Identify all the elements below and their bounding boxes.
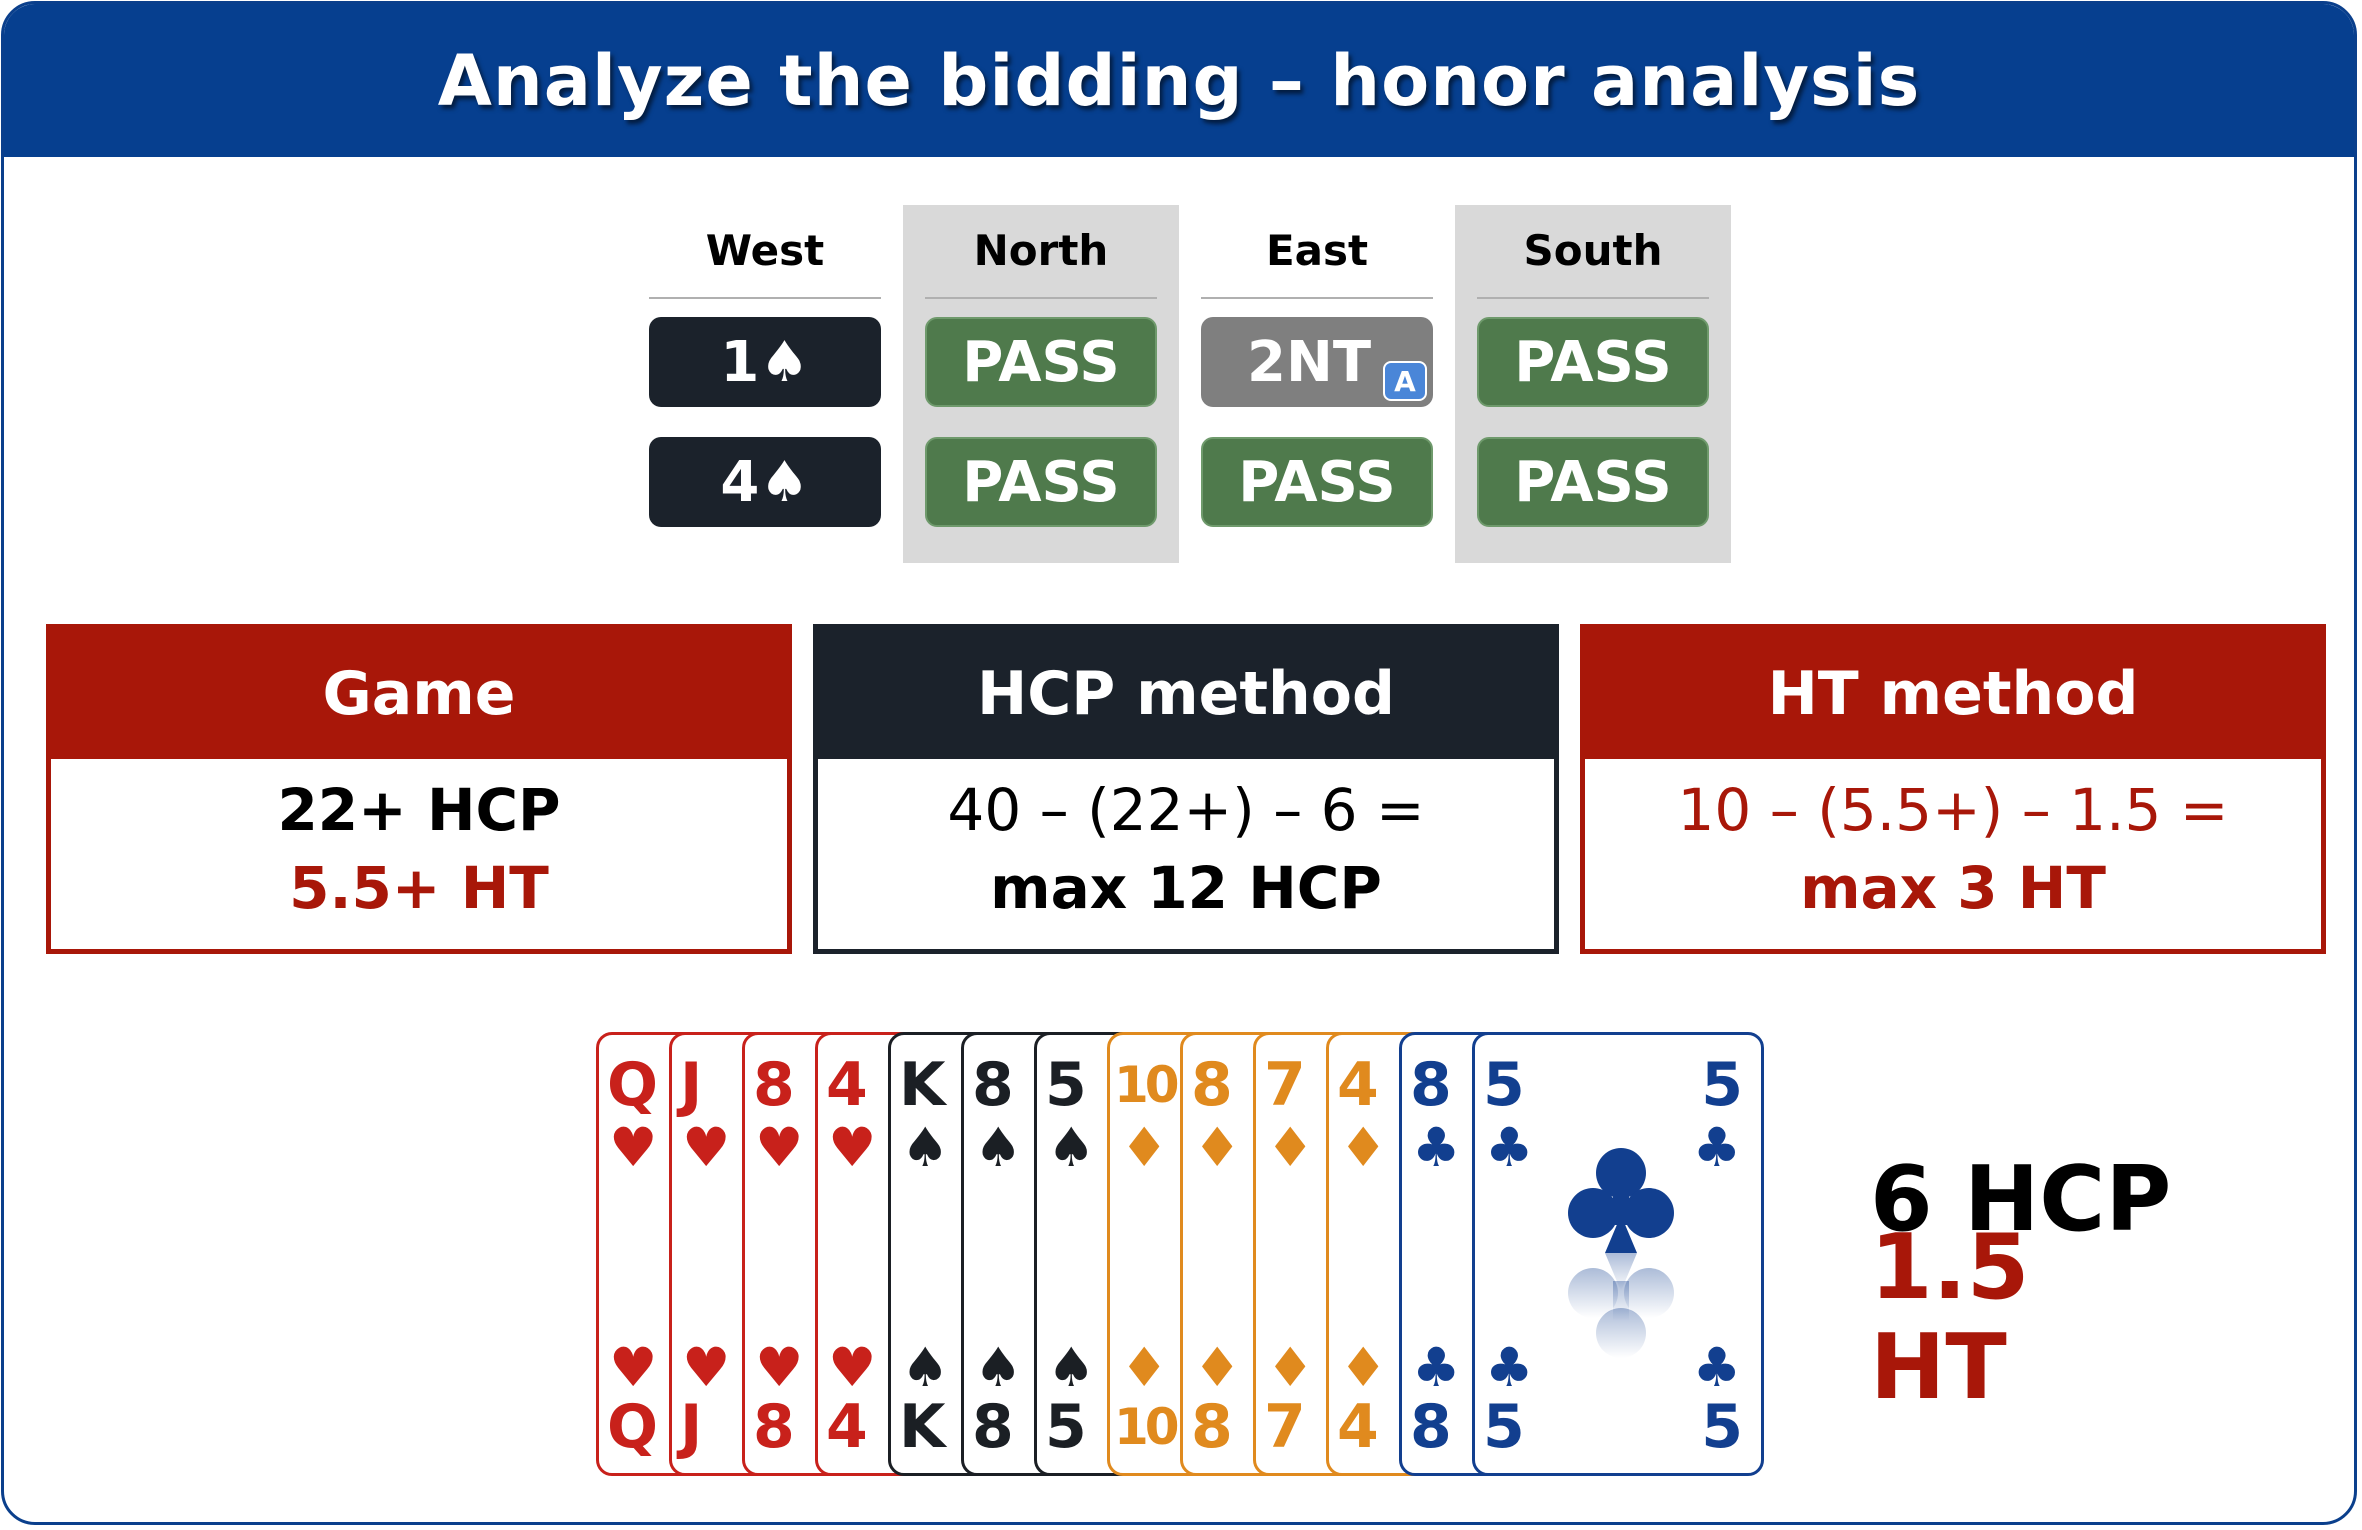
ht-method-title: HT method <box>1585 629 2321 759</box>
bid-north-2: PASS <box>925 437 1157 527</box>
card-suit-icon: ♣ <box>1412 1116 1461 1179</box>
hcp-method-box: HCP method 40 – (22+) – 6 = max 12 HCP <box>813 624 1559 954</box>
bid-south-1: PASS <box>1477 317 1709 407</box>
card-suit-icon: ♣ <box>1692 1116 1741 1179</box>
card-rank: 8 <box>1410 1392 1452 1462</box>
bid-west-2: 4♠ <box>649 437 881 527</box>
bid-north-1: PASS <box>925 317 1157 407</box>
card-suit-icon: ♥ <box>682 1116 731 1179</box>
ht-result: max 3 HT <box>1800 854 2106 922</box>
card-suit-icon: ♠ <box>1047 1336 1096 1399</box>
card-rank: 8 <box>1191 1050 1233 1120</box>
card-suit-icon: ♣ <box>1485 1116 1534 1179</box>
card-rank: 8 <box>1410 1050 1452 1120</box>
card-rank: 7 <box>1264 1050 1306 1120</box>
card-rank: 8 <box>1191 1392 1233 1462</box>
card-suit-icon: ♦ <box>1339 1336 1388 1399</box>
card-suit-icon: ♦ <box>1120 1116 1169 1179</box>
card-suit-icon: ♥ <box>609 1336 658 1399</box>
card-suit-icon: ♠ <box>901 1116 950 1179</box>
hand-hcp: 6 HCP <box>1870 1147 2172 1252</box>
card-suit-icon: ♦ <box>1266 1336 1315 1399</box>
card-suit-icon: ♥ <box>755 1336 804 1399</box>
card-rank: 5 <box>1701 1392 1743 1462</box>
card-suit-icon: ♣ <box>1692 1336 1741 1399</box>
club-icon <box>1563 1135 1679 1375</box>
ht-method-box: HT method 10 – (5.5+) – 1.5 = max 3 HT <box>1580 624 2326 954</box>
header-divider <box>1477 297 1709 299</box>
card-suit-icon: ♠ <box>1047 1116 1096 1179</box>
game-box: Game 22+ HCP 5.5+ HT <box>46 624 792 954</box>
card-suit-icon: ♥ <box>682 1336 731 1399</box>
card-rank: 7 <box>1264 1392 1306 1462</box>
card-rank: Q <box>607 1392 659 1462</box>
header-west: West <box>705 226 825 275</box>
hcp-method-title: HCP method <box>818 629 1554 759</box>
page-title: Analyze the bidding – honor analysis <box>437 39 1921 122</box>
header-north: North <box>973 226 1109 275</box>
card-rank: 4 <box>1337 1392 1379 1462</box>
card-rank: 8 <box>972 1050 1014 1120</box>
header-east: East <box>1265 226 1369 275</box>
card-suit-icon: ♣ <box>1412 1336 1461 1399</box>
card-rank: J <box>680 1050 703 1120</box>
bid-west-1: 1♠ <box>649 317 881 407</box>
header-south: South <box>1523 226 1663 275</box>
card-suit-icon: ♥ <box>828 1336 877 1399</box>
card-rank: Q <box>607 1050 659 1120</box>
card-rank: 8 <box>753 1392 795 1462</box>
card-suit-icon: ♥ <box>755 1116 804 1179</box>
card-rank: 4 <box>1337 1050 1379 1120</box>
bid-east-1-label: 2NT <box>1246 329 1372 395</box>
header-divider <box>1201 297 1433 299</box>
card-rank: 5 <box>1483 1050 1525 1120</box>
card-suit-icon: ♠ <box>901 1336 950 1399</box>
card-rank: 5 <box>1045 1050 1087 1120</box>
hcp-result: max 12 HCP <box>990 854 1382 922</box>
card-suit-icon: ♠ <box>974 1116 1023 1179</box>
hcp-formula: 40 – (22+) – 6 = <box>947 776 1425 844</box>
card-suit-icon: ♦ <box>1266 1116 1315 1179</box>
ht-formula: 10 – (5.5+) – 1.5 = <box>1677 776 2229 844</box>
card-suit-icon: ♦ <box>1193 1336 1242 1399</box>
card-suit-icon: ♦ <box>1339 1116 1388 1179</box>
card-rank: 4 <box>826 1392 868 1462</box>
bid-south-2: PASS <box>1477 437 1709 527</box>
card-rank: 5 <box>1483 1392 1525 1462</box>
bid-east-2: PASS <box>1201 437 1433 527</box>
card-rank: K <box>899 1392 946 1462</box>
card-rank: 10 <box>1114 1056 1180 1114</box>
card-rank: 10 <box>1114 1398 1180 1456</box>
card-rank: 5 <box>1045 1392 1087 1462</box>
card-suit-icon: ♣ <box>1485 1336 1534 1399</box>
alert-badge: A <box>1383 361 1427 401</box>
title-bar: Analyze the bidding – honor analysis <box>4 4 2354 157</box>
card-rank: J <box>680 1392 703 1462</box>
card-rank: 8 <box>753 1050 795 1120</box>
header-divider <box>925 297 1157 299</box>
game-title: Game <box>51 629 787 759</box>
game-ht: 5.5+ HT <box>289 854 549 922</box>
card-suit-icon: ♥ <box>609 1116 658 1179</box>
card-suit-icon: ♥ <box>828 1116 877 1179</box>
bid-east-1: 2NT A <box>1201 317 1433 407</box>
card-suit-icon: ♦ <box>1193 1116 1242 1179</box>
card-rank: 4 <box>826 1050 868 1120</box>
header-divider <box>649 297 881 299</box>
game-hcp: 22+ HCP <box>277 776 561 844</box>
card-suit-icon: ♦ <box>1120 1336 1169 1399</box>
card-rank: 8 <box>972 1392 1014 1462</box>
card-rank: K <box>899 1050 946 1120</box>
card-rank: 5 <box>1701 1050 1743 1120</box>
card-suit-icon: ♠ <box>974 1336 1023 1399</box>
hand-ht: 1.5 HT <box>1870 1215 2030 1420</box>
